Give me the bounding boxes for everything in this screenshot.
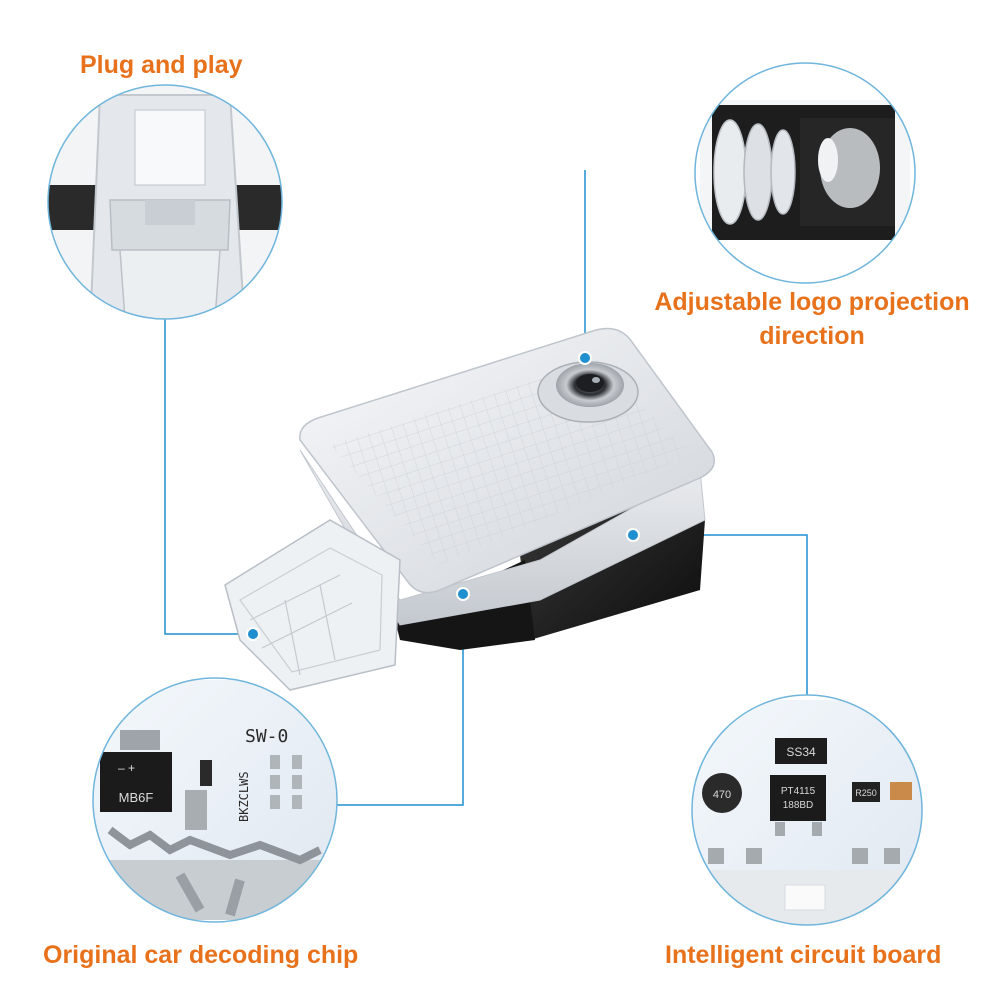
- closeup-decoding-chip: MB6F – + SW-0 BKZCLWS: [92, 677, 338, 923]
- label-circuit-board: Intelligent circuit board: [665, 941, 942, 969]
- ic-marking-2: 188BD: [783, 800, 814, 811]
- label-adjustable-projection: Adjustable logo projection direction: [632, 285, 992, 353]
- closeup-lens: [694, 62, 916, 284]
- board-marking-sw: SW-0: [245, 726, 288, 747]
- label-decoding-chip: Original car decoding chip: [43, 941, 359, 969]
- inductor-marking: 470: [713, 789, 731, 801]
- projector-light-unit: [224, 327, 715, 691]
- label-plug-and-play: Plug and play: [80, 51, 243, 79]
- board-marking-side: BKZCLWS: [237, 771, 251, 822]
- svg-text:– +: – +: [118, 761, 135, 775]
- callout-line-plug: [164, 319, 250, 635]
- chip-marking-mb6f: MB6F: [119, 790, 154, 805]
- closeup-circuit-board: SS34 470 PT4115 188BD R250: [691, 694, 923, 926]
- callout-line-chip: [335, 592, 464, 806]
- bridge-rectifier-chip: [100, 752, 172, 812]
- callout-dot-chip-inner: [458, 589, 468, 599]
- diode-marking: SS34: [786, 745, 816, 759]
- callout-dots: [246, 351, 640, 641]
- diode-ss34: [775, 738, 827, 764]
- inductor: [702, 773, 742, 813]
- resistor-marking: R250: [855, 788, 877, 798]
- callout-dot-board-inner: [628, 530, 638, 540]
- label-adjustable-projection-line-1: Adjustable logo projection: [654, 288, 970, 316]
- resistor-r250: [852, 782, 880, 802]
- callout-dot-projection-inner: [580, 353, 590, 363]
- callout-dot-plug-inner: [248, 629, 258, 639]
- label-adjustable-projection-line-2: direction: [759, 322, 865, 350]
- closeup-plug: [47, 84, 283, 320]
- ic-pt4115: [770, 775, 826, 821]
- ic-marking-1: PT4115: [781, 786, 816, 797]
